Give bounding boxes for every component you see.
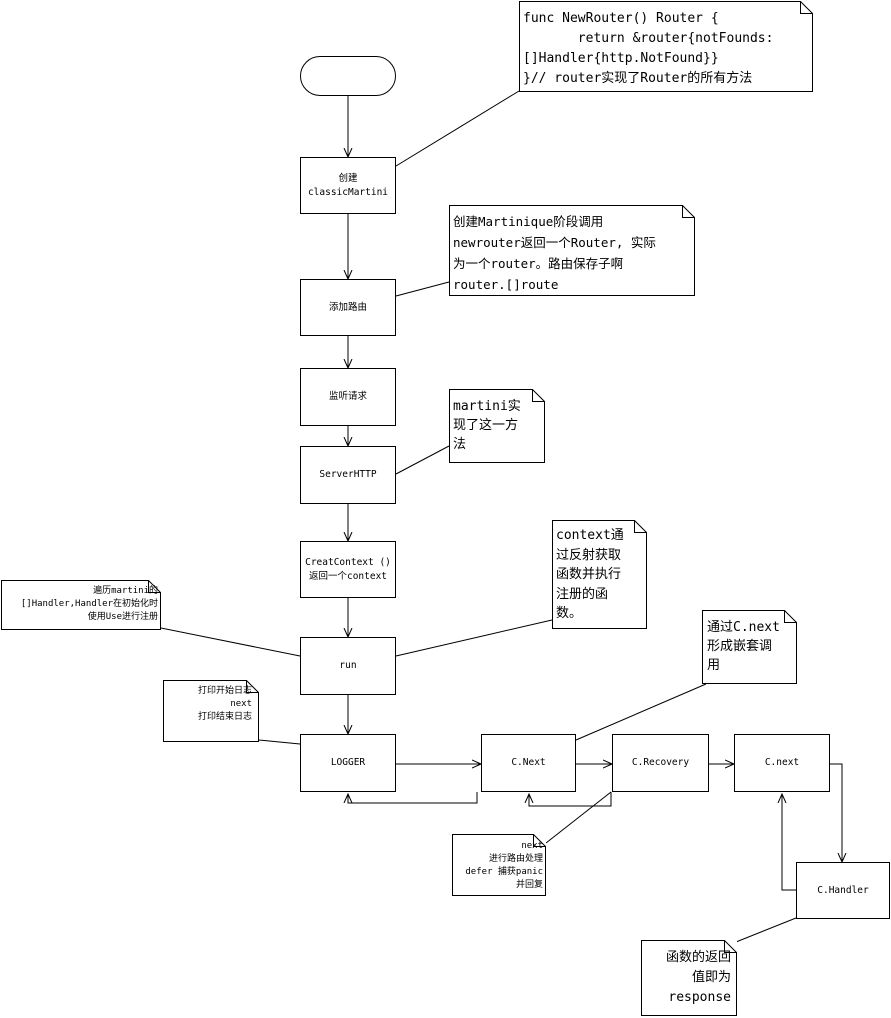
note-response-text: 函数的返回 值即为 response (665, 950, 731, 1005)
note-handlers-text: 遍历martini的 []Handler,Handler在初始化时 使用Use进… (20, 586, 158, 622)
note-line-handlers (160, 627, 301, 657)
note-log: 打印开始日志 next 打印结束日志 (163, 680, 259, 742)
step-listen-request: 监听请求 (300, 368, 396, 426)
note-line-nested (575, 683, 707, 741)
note-martinique-router-text: 创建Martinique阶段调用 newrouter返回一个Router, 实际… (453, 214, 656, 292)
note-line-martini-impl (395, 445, 450, 475)
step-c-recovery: C.Recovery (612, 734, 709, 792)
step-run: run (300, 637, 396, 695)
step-serve-label: ServerHTTP (319, 469, 377, 480)
step-c-next: C.Next (481, 734, 576, 792)
note-recovery-text: next 进行路由处理 defer 捕获panic 并回复 (465, 841, 543, 890)
step-c-recovery-label: C.Recovery (631, 757, 690, 768)
note-line-log (258, 739, 301, 745)
step-logger-label: LOGGER (330, 757, 366, 768)
step-serve-http: ServerHTTP (300, 446, 396, 504)
arrow-handler-return-cnext2 (782, 794, 796, 891)
step-c-next2-label: C.next (764, 757, 800, 768)
step-c-next-label: C.Next (511, 757, 546, 768)
arrow-cnext2-to-handler (828, 763, 842, 862)
note-context-reflect: context通 过反射获取 函数并执行 注册的函 数。 (552, 520, 647, 629)
step-c-handler: C.Handler (796, 862, 890, 919)
step-listen-label: 监听请求 (328, 391, 367, 402)
step-c-handler-label: C.Handler (817, 884, 869, 896)
note-new-router: func NewRouter() Router { return &router… (519, 1, 813, 92)
step-add-route-label: 添加路由 (328, 301, 367, 313)
note-martini-impl: martini实 现了这一方 法 (449, 389, 545, 463)
arrow-cnext-return-logger (348, 792, 478, 804)
start-terminal (300, 56, 396, 96)
note-line-context-reflect (395, 619, 553, 657)
note-martinique-router: 创建Martinique阶段调用 newrouter返回一个Router, 实际… (449, 205, 695, 296)
note-line-newrouter (395, 90, 520, 167)
note-nested-call-text: 通过C.next 形成嵌套调 用 (707, 620, 780, 673)
step-create-classic-martini: 创建 classicMartini (300, 157, 396, 214)
note-response: 函数的返回 值即为 response (641, 940, 737, 1016)
note-new-router-text: func NewRouter() Router { return &router… (523, 11, 774, 86)
step-add-route: 添加路由 (300, 279, 396, 336)
note-line-martinique (395, 281, 450, 297)
step-context-label: CreatContext () 返回一个context (305, 556, 391, 582)
note-recovery: next 进行路由处理 defer 捕获panic 并回复 (452, 834, 546, 896)
note-line-response (730, 917, 797, 945)
note-line-recovery (545, 791, 612, 844)
note-log-text: 打印开始日志 next 打印结束日志 (197, 686, 252, 722)
step-create-context: CreatContext () 返回一个context (300, 541, 396, 598)
note-nested-call: 通过C.next 形成嵌套调 用 (702, 610, 797, 684)
step-create-label: 创建 classicMartini (307, 172, 389, 198)
step-run-label: run (339, 660, 357, 671)
note-handlers: 遍历martini的 []Handler,Handler在初始化时 使用Use进… (1, 580, 161, 630)
step-logger: LOGGER (300, 734, 396, 792)
note-martini-impl-text: martini实 现了这一方 法 (453, 399, 521, 452)
step-c-next-2: C.next (734, 734, 830, 792)
note-context-reflect-text: context通 过反射获取 函数并执行 注册的函 数。 (556, 528, 624, 621)
arrow-recovery-return-cnext (529, 792, 612, 807)
